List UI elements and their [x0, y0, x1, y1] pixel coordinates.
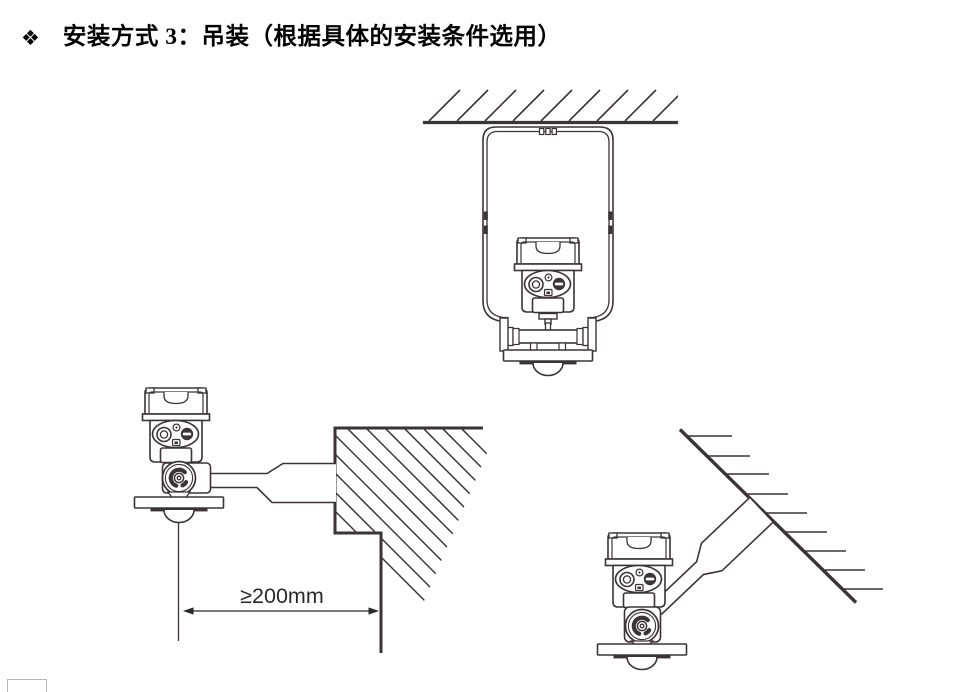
slope-mount-diagram	[596, 428, 883, 671]
diamond-bullet-icon: ❖	[21, 26, 40, 50]
sensor-device	[604, 532, 674, 620]
mounting-arm	[651, 497, 774, 616]
ceiling-mount-diagram	[423, 89, 678, 377]
wall-mount-diagram: ≥200mm	[133, 387, 490, 660]
device-flange	[133, 496, 225, 524]
wall-edges	[333, 426, 483, 653]
section-heading: ❖ 安装方式 3：吊装（根据具体的安装条件选用）	[21, 21, 561, 54]
suspension-bracket	[482, 126, 614, 322]
sensor-device	[513, 237, 583, 325]
slope-hatch	[686, 435, 883, 590]
ceiling-hatch	[428, 89, 678, 122]
swivel-joint	[163, 462, 196, 495]
swivel-joint	[626, 610, 659, 643]
slope-line	[678, 428, 858, 604]
device-flange	[596, 643, 688, 671]
table-corner-artifact	[7, 679, 47, 692]
dimension-label: ≥200mm	[240, 584, 324, 608]
mounting-arm	[206, 462, 336, 504]
bracket-clamp-plate	[499, 317, 597, 354]
dimension-line	[183, 607, 379, 615]
device-flange	[502, 349, 594, 377]
heading-text: 安装方式 3：吊装（根据具体的安装条件选用）	[62, 24, 562, 50]
